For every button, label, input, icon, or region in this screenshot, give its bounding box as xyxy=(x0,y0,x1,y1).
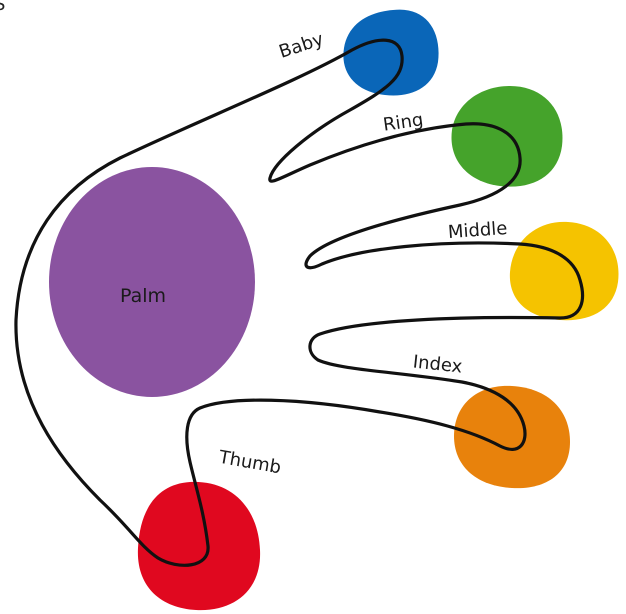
middle-finger-blob xyxy=(510,222,619,320)
palm-label: Palm xyxy=(120,285,166,307)
baby-label: Baby xyxy=(276,29,326,63)
palm-blob xyxy=(49,167,255,397)
index-finger-blob xyxy=(454,386,570,488)
middle-label: Middle xyxy=(447,218,508,243)
index-label: Index xyxy=(412,351,464,377)
thumb-label: Thumb xyxy=(216,447,282,479)
cropped-corner-text: S xyxy=(0,0,5,15)
ring-finger-blob xyxy=(451,86,562,187)
